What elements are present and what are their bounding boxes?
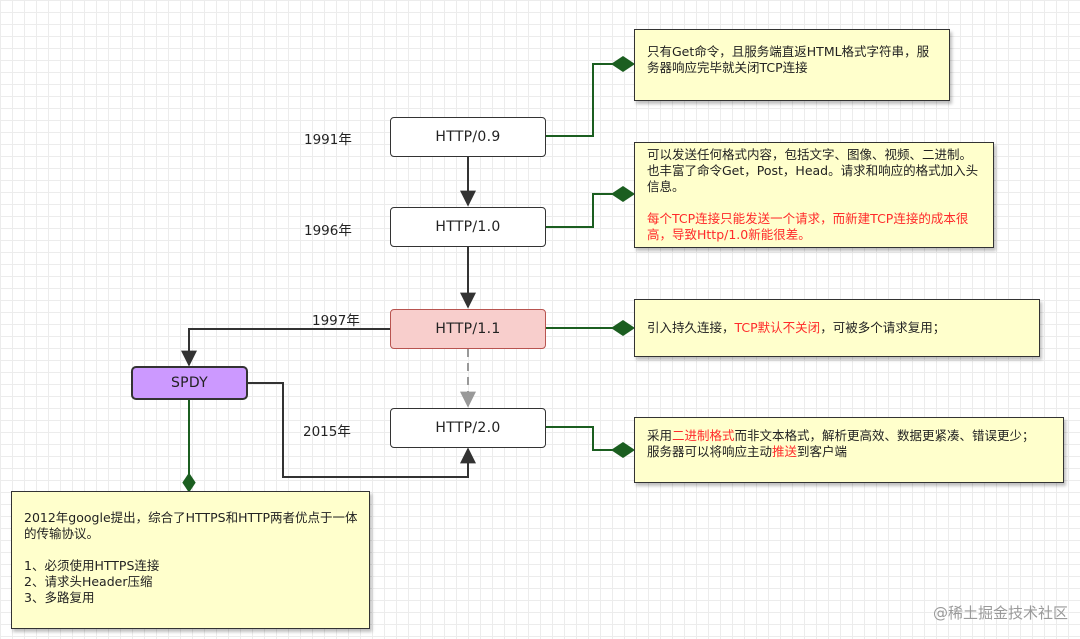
note-spdy-point-3: 3、多路复用 (24, 590, 95, 605)
note-http-1-0: 可以发送任何格式内容，包括文字、图像、视频、二进制。也丰富了命令Get，Post… (634, 142, 994, 248)
note-http-1-1-text: 引入持久连接，TCP默认不关闭，可被多个请求复用； (647, 320, 1029, 336)
connector-http20-note (546, 426, 635, 458)
note-http-0-9: 只有Get命令，且服务端直返HTML格式字符串，服务器响应完毕就关闭TCP连接 (634, 29, 950, 101)
note-http-2-0-line2: 服务器可以将响应主动推送到客户端 (647, 444, 1053, 460)
year-1991-label: 1991年 (304, 132, 352, 148)
note-spdy: 2012年google提出，综合了HTTPS和HTTP两者优点于一体的传输协议。… (11, 491, 370, 629)
year-2015-label: 2015年 (303, 424, 351, 440)
note-http-2-0-emphasis-push: 推送 (772, 444, 798, 459)
note-http-1-0-warning: 每个TCP连接只能发送一个请求，而新建TCP连接的成本很高，导致Http/1.0… (647, 211, 969, 242)
note-spdy-intro: 2012年google提出，综合了HTTPS和HTTP两者优点于一体的传输协议。 (24, 510, 358, 541)
year-1997-label: 1997年 (312, 313, 360, 329)
note-http-0-9-text: 只有Get命令，且服务端直返HTML格式字符串，服务器响应完毕就关闭TCP连接 (647, 44, 930, 75)
note-http-2-0-emphasis-binary: 二进制格式 (672, 428, 735, 443)
note-http-2-0: 采用二进制格式而非文本格式，解析更高效、数据更紧凑、错误更少； 服务器可以将响应… (634, 417, 1064, 483)
node-http-1-0[interactable]: HTTP/1.0 (390, 207, 546, 247)
watermark: @稀土掘金技术社区 (932, 604, 1068, 622)
connector-http09-note (546, 56, 635, 137)
note-http-2-0-line2-a: 服务器可以将响应主动 (647, 444, 773, 459)
note-http-2-0-line1-b: 而非文本格式，解析更高效、数据更紧凑、错误更少； (734, 428, 1035, 443)
note-http-1-1-emphasis: TCP默认不关闭 (734, 320, 821, 335)
node-spdy[interactable]: SPDY (131, 366, 248, 400)
node-http-2-0[interactable]: HTTP/2.0 (390, 408, 546, 448)
note-http-1-1-text-b: ，可被多个请求复用； (820, 320, 946, 335)
note-http-2-0-line1-a: 采用 (647, 428, 673, 443)
note-http-2-0-line2-b: 到客户端 (797, 444, 848, 459)
arrow-spdy-to-http20 (248, 382, 476, 478)
note-spdy-point-1: 1、必须使用HTTPS连接 (24, 558, 160, 573)
note-http-1-0-text: 可以发送任何格式内容，包括文字、图像、视频、二进制。也丰富了命令Get，Post… (647, 147, 979, 194)
note-http-2-0-line1: 采用二进制格式而非文本格式，解析更高效、数据更紧凑、错误更少； (647, 428, 1053, 444)
year-1996-label: 1996年 (304, 223, 352, 239)
node-http-1-1[interactable]: HTTP/1.1 (390, 309, 546, 349)
connector-http10-note (546, 186, 635, 228)
node-http-0-9[interactable]: HTTP/0.9 (390, 117, 546, 157)
note-http-1-1: 引入持久连接，TCP默认不关闭，可被多个请求复用； (634, 299, 1040, 357)
note-http-1-1-text-a: 引入持久连接， (647, 320, 735, 335)
note-spdy-point-2: 2、请求头Header压缩 (24, 574, 153, 589)
arrow-http11-to-spdy (181, 328, 390, 367)
